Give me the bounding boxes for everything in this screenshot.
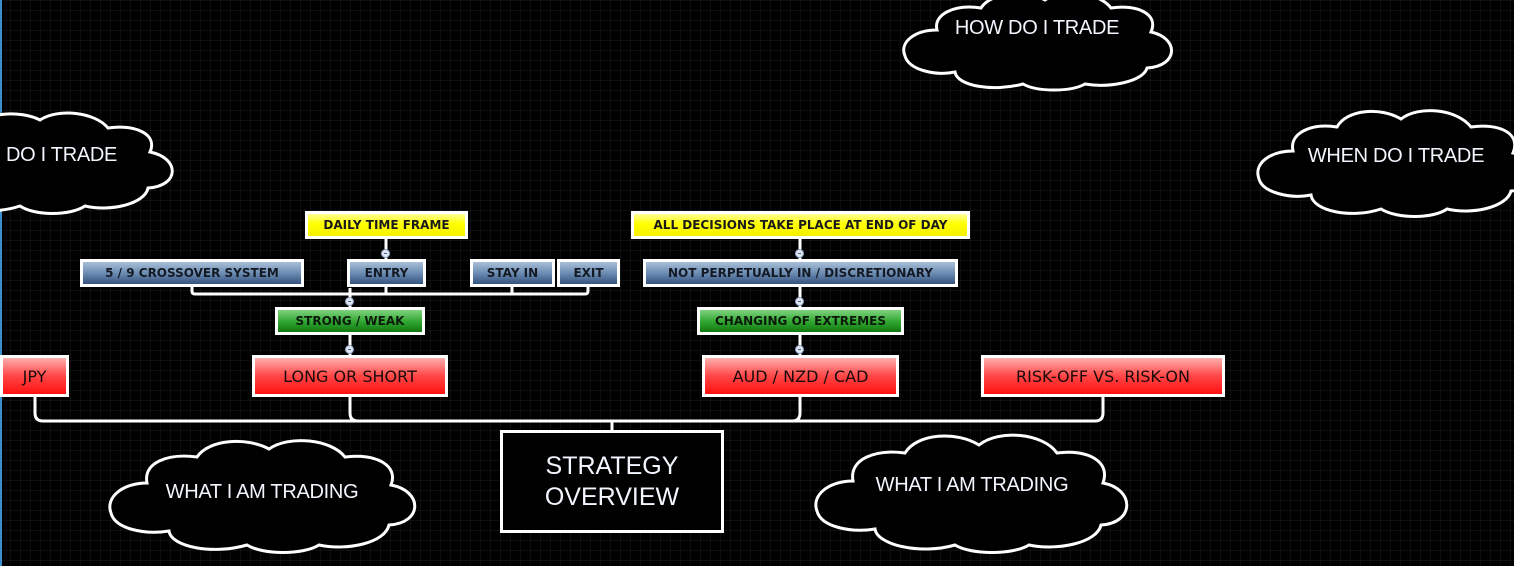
node-long-or-short[interactable]: LONG OR SHORT (252, 355, 448, 397)
node-exit[interactable]: EXIT (557, 259, 620, 287)
cloud-shape (108, 439, 417, 554)
canvas-left-edge (0, 0, 2, 566)
node-label: NOT PERPETUALLY IN / DISCRETIONARY (668, 266, 933, 280)
cloud-what-i-am-trading-right[interactable]: WHAT I AM TRADING (807, 427, 1137, 557)
collapse-minus-icon[interactable] (795, 297, 804, 306)
node-label: ALL DECISIONS TAKE PLACE AT END OF DAY (653, 218, 948, 232)
node-label: STRONG / WEAK (295, 314, 405, 328)
node-label: RISK-OFF VS. RISK-ON (1016, 366, 1190, 386)
cloud-label: WHAT I AM TRADING (875, 474, 1069, 496)
connector-risk (792, 396, 1105, 423)
node-entry[interactable]: ENTRY (347, 259, 426, 287)
collapse-minus-icon[interactable] (345, 297, 354, 306)
collapse-minus-icon[interactable] (345, 345, 354, 354)
cloud-shape (1256, 109, 1514, 218)
node-jpy[interactable]: JPY (0, 355, 69, 397)
node-aud-nzd-cad[interactable]: AUD / NZD / CAD (702, 355, 899, 397)
cloud-what-i-am-trading-left[interactable]: WHAT I AM TRADING (101, 433, 423, 557)
node-strong-weak[interactable]: STRONG / WEAK (275, 307, 425, 335)
connector-crossover (190, 286, 590, 296)
node-label: 5 / 9 CROSSOVER SYSTEM (105, 266, 279, 280)
cloud-label: HOW DO I TRADE (954, 17, 1120, 39)
cloud-why-do-i-trade[interactable]: DO I TRADE (0, 106, 180, 218)
node-label: STAY IN (486, 266, 539, 280)
root-title-line1: STRATEGY (545, 451, 679, 480)
node-label: DAILY TIME FRAME (323, 218, 450, 232)
node-label: LONG OR SHORT (283, 366, 417, 386)
node-not-perpetually-in[interactable]: NOT PERPETUALLY IN / DISCRETIONARY (643, 259, 958, 287)
connector-jpy (33, 396, 614, 432)
cloud-when-do-i-trade[interactable]: WHEN DO I TRADE (1251, 103, 1514, 221)
root-node-strategy-overview[interactable]: STRATEGY OVERVIEW (500, 430, 724, 533)
node-stay-in[interactable]: STAY IN (470, 259, 555, 287)
node-crossover-system[interactable]: 5 / 9 CROSSOVER SYSTEM (80, 259, 304, 287)
cloud-shape (902, 0, 1173, 92)
root-title-line2: OVERVIEW (544, 482, 680, 511)
node-label: JPY (22, 366, 47, 386)
collapse-minus-icon[interactable] (381, 249, 390, 258)
node-daily-time-frame[interactable]: DAILY TIME FRAME (305, 211, 468, 239)
cloud-label: WHEN DO I TRADE (1307, 145, 1485, 167)
node-label: CHANGING OF EXTREMES (715, 314, 886, 328)
node-all-decisions-end-of-day[interactable]: ALL DECISIONS TAKE PLACE AT END OF DAY (631, 211, 970, 239)
cloud-label: DO I TRADE (6, 144, 118, 166)
cloud-shape (0, 111, 174, 215)
cloud-label: WHAT I AM TRADING (165, 481, 359, 503)
node-changing-of-extremes[interactable]: CHANGING OF EXTREMES (697, 307, 904, 335)
node-label: AUD / NZD / CAD (732, 366, 869, 386)
collapse-minus-icon[interactable] (795, 249, 804, 258)
collapse-minus-icon[interactable] (795, 345, 804, 354)
node-label: ENTRY (364, 266, 409, 280)
connector-aud (612, 396, 802, 423)
cloud-shape (814, 433, 1129, 554)
node-risk-off-vs-risk-on[interactable]: RISK-OFF VS. RISK-ON (981, 355, 1225, 397)
cloud-how-do-i-trade[interactable]: HOW DO I TRADE (897, 0, 1177, 92)
connector-long-short (348, 396, 359, 423)
node-label: EXIT (573, 266, 604, 280)
